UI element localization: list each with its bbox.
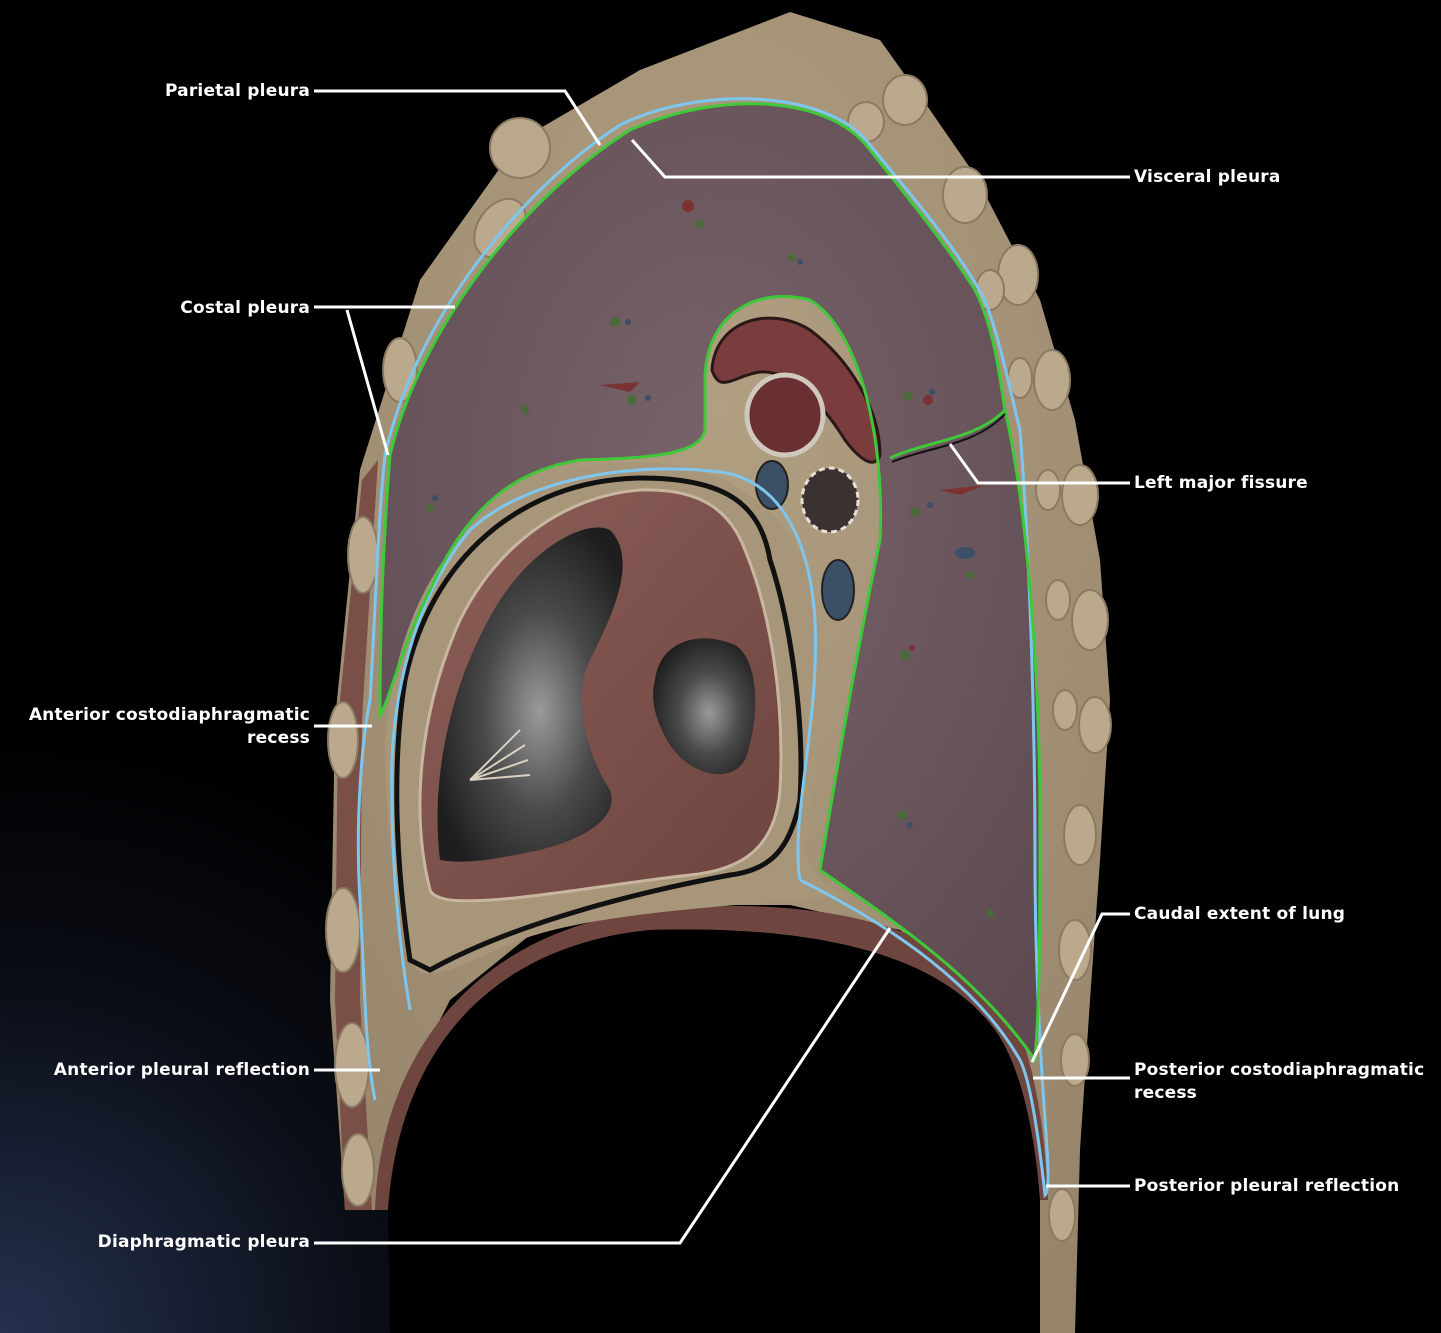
visceral-pleura-label: Visceral pleura: [1134, 166, 1281, 189]
left-bronchus: [802, 468, 858, 532]
costal-pleura-leader-b: [347, 310, 388, 455]
posterior-costodiaphragmatic-recess-line2: recess: [1134, 1082, 1424, 1105]
left-major-fissure-label: Left major fissure: [1134, 472, 1308, 495]
diaphragmatic-pleura-label: Diaphragmatic pleura: [98, 1231, 310, 1254]
anterior-costodiaphragmatic-recess-line2: recess: [29, 727, 310, 750]
parietal-pleura-label: Parietal pleura: [165, 80, 310, 103]
pulmonary-vein: [756, 461, 788, 509]
anterior-costodiaphragmatic-recess-line1: Anterior costodiaphragmatic: [29, 704, 310, 727]
posterior-costodiaphragmatic-recess-label: Posterior costodiaphragmatic recess: [1134, 1059, 1424, 1105]
inferior-pulmonary-vein: [822, 560, 854, 620]
anterior-pleural-reflection-label: Anterior pleural reflection: [54, 1059, 310, 1082]
anterior-costodiaphragmatic-recess-label: Anterior costodiaphragmatic recess: [29, 704, 310, 750]
posterior-costodiaphragmatic-recess-line1: Posterior costodiaphragmatic: [1134, 1059, 1424, 1082]
costal-pleura-label: Costal pleura: [180, 297, 310, 320]
caudal-extent-of-lung-label: Caudal extent of lung: [1134, 903, 1345, 926]
pulmonary-artery: [747, 375, 823, 455]
posterior-pleural-reflection-label: Posterior pleural reflection: [1134, 1175, 1399, 1198]
